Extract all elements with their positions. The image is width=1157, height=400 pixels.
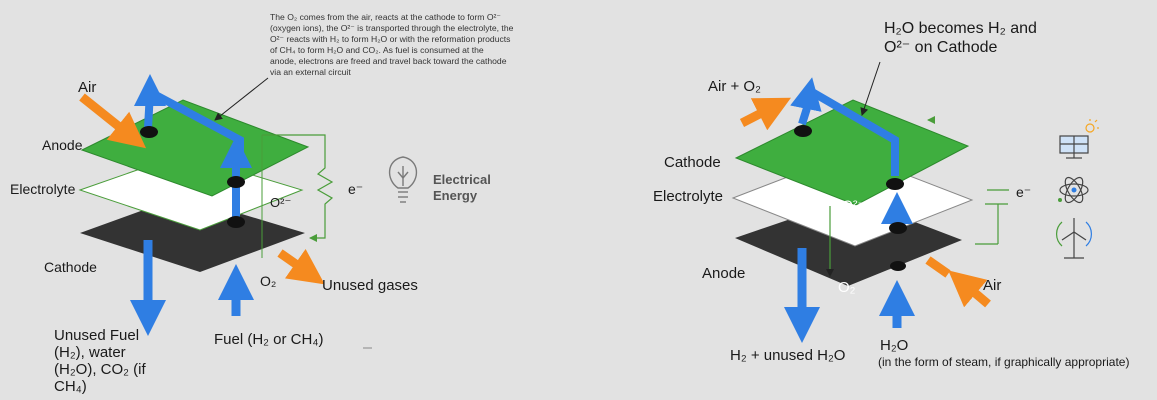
fuel-label: Fuel (H₂ or CH₄): [214, 331, 323, 348]
electrical-energy-label: Electrical Energy: [433, 172, 494, 203]
right-electron-label: e⁻: [1016, 184, 1031, 200]
cathode-port-dot-right: [794, 125, 812, 137]
left-o2-label: O₂: [260, 273, 276, 289]
note-pointer: [214, 77, 269, 121]
right-anode-label: Anode: [702, 265, 745, 282]
cathode-plate: [80, 196, 305, 272]
air-in-arrow: [948, 270, 991, 308]
right-electrolyte-label: Electrolyte: [653, 188, 723, 205]
solar-panel-icon: [1059, 119, 1099, 159]
unused-fuel-label: Unused Fuel (H₂), water (H₂O), CO₂ (if C…: [54, 327, 150, 395]
atom-icon: [1058, 176, 1089, 204]
unused-gases-arrow: [277, 248, 325, 285]
anode-bottom-dot-right: [890, 261, 906, 271]
air-arrow: [79, 93, 147, 149]
title-pointer: [860, 61, 881, 116]
right-cathode-label: Cathode: [664, 154, 721, 171]
air-o2-label: Air + O₂: [708, 78, 761, 95]
right-oxygen-ion-label: O²⁻: [842, 197, 865, 213]
wind-turbine-icon: [1056, 218, 1092, 259]
electrolyte-port-dot-right: [886, 178, 904, 190]
left-electron-label: e⁻: [348, 181, 363, 197]
electrolyte-port-dot: [227, 176, 245, 188]
h2-output-label: H₂ + unused H₂O: [730, 347, 845, 364]
right-o2-label: O₂: [838, 279, 856, 296]
external-circuit: [262, 134, 334, 242]
left-oxygen-ion-label: O²⁻: [270, 195, 291, 210]
left-diagram: The O₂ comes from the air, reacts at the…: [10, 12, 516, 395]
anode-port-dot-right: [889, 222, 907, 234]
right-air-label: Air: [983, 277, 1001, 294]
cathode-plate-right: [734, 99, 970, 206]
right-title: H₂O becomes H₂ and O²⁻ on Cathode: [884, 20, 1041, 56]
steam-note: (in the form of steam, if graphically ap…: [878, 355, 1129, 369]
left-note: The O₂ comes from the air, reacts at the…: [270, 12, 516, 77]
external-circuit-right: [985, 203, 1008, 244]
air-in-arrow-2: [925, 256, 951, 278]
h2o-label: H₂O: [880, 337, 908, 354]
left-electrolyte-label: Electrolyte: [10, 181, 76, 197]
anode-port-dot: [140, 126, 158, 138]
left-air-label: Air: [78, 79, 96, 96]
unused-gases-label: Unused gases: [322, 277, 418, 294]
right-diagram: H₂O becomes H₂ and O²⁻ on Cathode Air + …: [653, 20, 1129, 369]
left-anode-label: Anode: [42, 137, 83, 153]
cathode-port-dot: [227, 216, 245, 228]
lightbulb-icon: [388, 156, 418, 203]
left-cathode-label: Cathode: [44, 259, 97, 275]
air-o2-arrow: [739, 97, 792, 131]
